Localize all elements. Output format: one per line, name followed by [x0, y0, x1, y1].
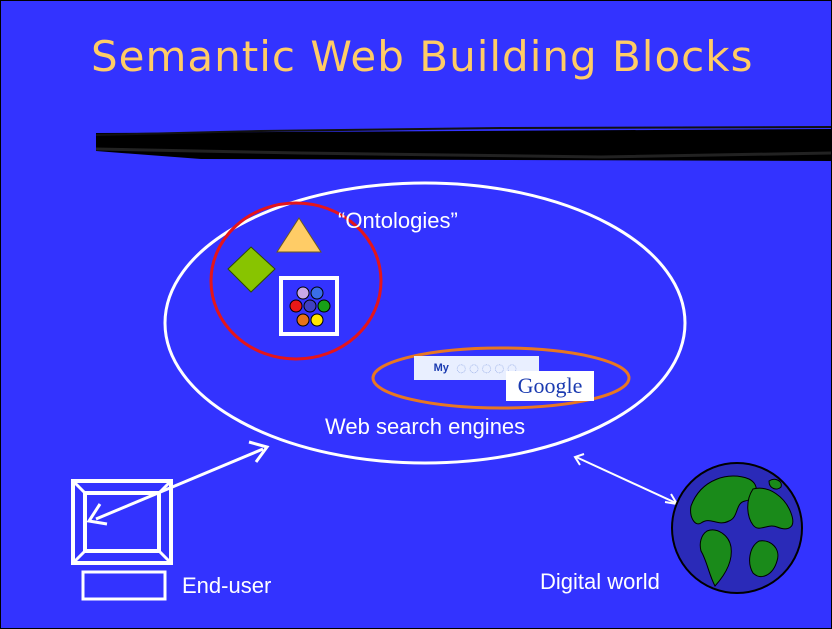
- globe-icon: [671, 462, 803, 594]
- semantic-web-ellipse: [163, 181, 687, 465]
- diamond-icon: [227, 246, 276, 293]
- slide-title: Semantic Web Building Blocks: [91, 32, 754, 81]
- web-world-arrow: [573, 453, 679, 506]
- ontologies-label: “Ontologies”: [338, 208, 458, 233]
- triangle-icon: [276, 217, 322, 253]
- monitor-icon: [71, 479, 173, 601]
- user-web-arrow: [86, 440, 270, 526]
- web-search-engines-label: Web search engines: [325, 414, 526, 439]
- search-engines-ellipse: [371, 346, 631, 410]
- google-logo: Google: [506, 371, 594, 401]
- google-logo-text: Google: [517, 373, 583, 398]
- my-search-logo: My ◌◌◌◌◌: [414, 356, 539, 380]
- ontologies-circle: [209, 201, 383, 361]
- end-user-label: End-user: [182, 573, 272, 598]
- molecule-icon: [279, 276, 339, 336]
- title-underline-stroke: [95, 126, 831, 161]
- digital-world-label: Digital world: [540, 569, 660, 594]
- my-search-logo-text: My: [433, 362, 449, 374]
